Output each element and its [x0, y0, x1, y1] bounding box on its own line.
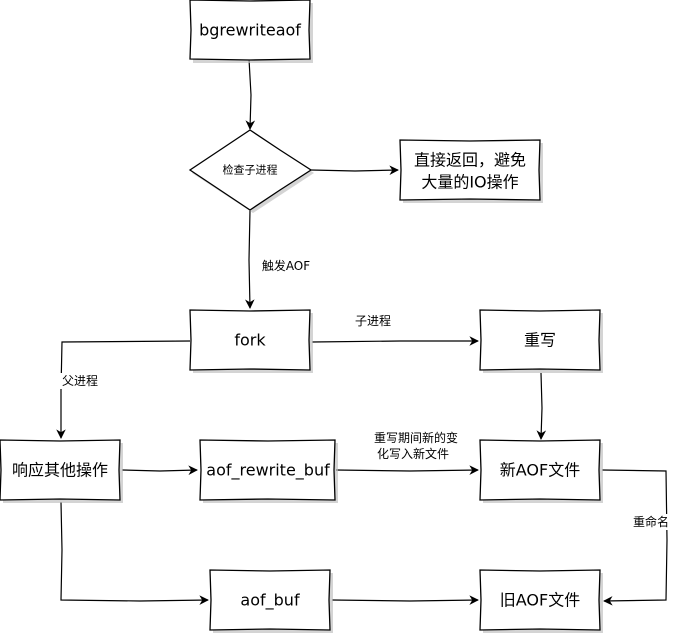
edge-fork-to-respond	[56, 340, 191, 439]
edge-respond-to-rewrite-buf	[121, 465, 198, 476]
edge-label-trigger-aof: 触发AOF	[262, 258, 310, 273]
node-old-aof-file-shape	[479, 569, 601, 631]
edge-label-child-process: 子进程	[355, 313, 391, 328]
node-check-child-process-shape	[188, 129, 313, 211]
node-aof-rewrite-buf[interactable]: aof_rewrite_buf	[199, 439, 338, 503]
edge-rewrite-to-new-aof	[536, 372, 547, 440]
node-new-aof-file-shape	[479, 439, 601, 501]
node-aof-buf[interactable]: aof_buf	[209, 569, 333, 633]
node-new-aof-file[interactable]: 新AOF文件	[479, 439, 603, 503]
node-fork-shape	[189, 309, 311, 371]
node-bgrewriteaof[interactable]: bgrewriteaof	[189, 0, 313, 63]
node-aof-rewrite-buf-shape	[199, 439, 336, 501]
node-aof-buf-shape	[209, 569, 331, 631]
edge-label-parent-process: 父进程	[62, 373, 98, 388]
edge-label-rename: 重命名	[633, 514, 669, 529]
node-aof-buf-label: aof_buf	[240, 591, 300, 611]
node-respond-other-ops-label: 响应其他操作	[12, 461, 108, 480]
node-return-directly[interactable]: 直接返回，避免 大量的IO操作	[399, 139, 543, 203]
node-return-directly-line1: 直接返回，避免	[414, 151, 526, 170]
edge-check-to-return	[310, 165, 399, 175]
node-fork[interactable]: fork	[189, 309, 313, 373]
node-return-directly-line2: 大量的IO操作	[421, 173, 518, 192]
node-fork-label: fork	[234, 331, 266, 350]
edge-fork-to-rewrite	[311, 336, 479, 346]
edge-label-rewrite-changes-line1: 重写期间新的变	[374, 430, 458, 445]
edge-bgrewriteaof-to-check	[245, 58, 256, 130]
node-respond-other-ops[interactable]: 响应其他操作	[0, 439, 123, 503]
node-rewrite[interactable]: 重写	[479, 309, 603, 373]
node-rewrite-label: 重写	[524, 331, 556, 350]
node-respond-other-ops-shape	[0, 439, 121, 501]
node-old-aof-file[interactable]: 旧AOF文件	[479, 569, 603, 633]
node-aof-rewrite-buf-label: aof_rewrite_buf	[206, 461, 330, 481]
node-bgrewriteaof-label: bgrewriteaof	[199, 21, 301, 40]
edge-rewrite-buf-to-new-aof	[335, 465, 479, 475]
node-check-child-process[interactable]: 检查子进程	[188, 129, 314, 213]
edge-aof-buf-to-old-aof	[331, 595, 479, 605]
node-bgrewriteaof-shape	[189, 0, 311, 61]
edges	[56, 58, 668, 606]
node-old-aof-file-label: 旧AOF文件	[500, 591, 580, 610]
edge-check-to-fork	[245, 209, 255, 309]
edge-labels: 触发AOF 子进程 父进程 重写期间新的变 化写入新文件 重命名	[56, 258, 676, 530]
edge-new-aof-to-old-aof	[601, 469, 668, 606]
edge-respond-to-aof-buf	[60, 501, 209, 605]
node-rewrite-shape	[479, 309, 601, 371]
node-check-child-process-label: 检查子进程	[223, 163, 278, 177]
nodes: bgrewriteaof 检查子进程 直接返回，避免 大量的IO操作 fork …	[0, 0, 603, 633]
edge-label-rewrite-changes-line2: 化写入新文件	[377, 446, 449, 461]
node-new-aof-file-label: 新AOF文件	[500, 461, 580, 480]
node-return-directly-shape	[399, 139, 541, 201]
